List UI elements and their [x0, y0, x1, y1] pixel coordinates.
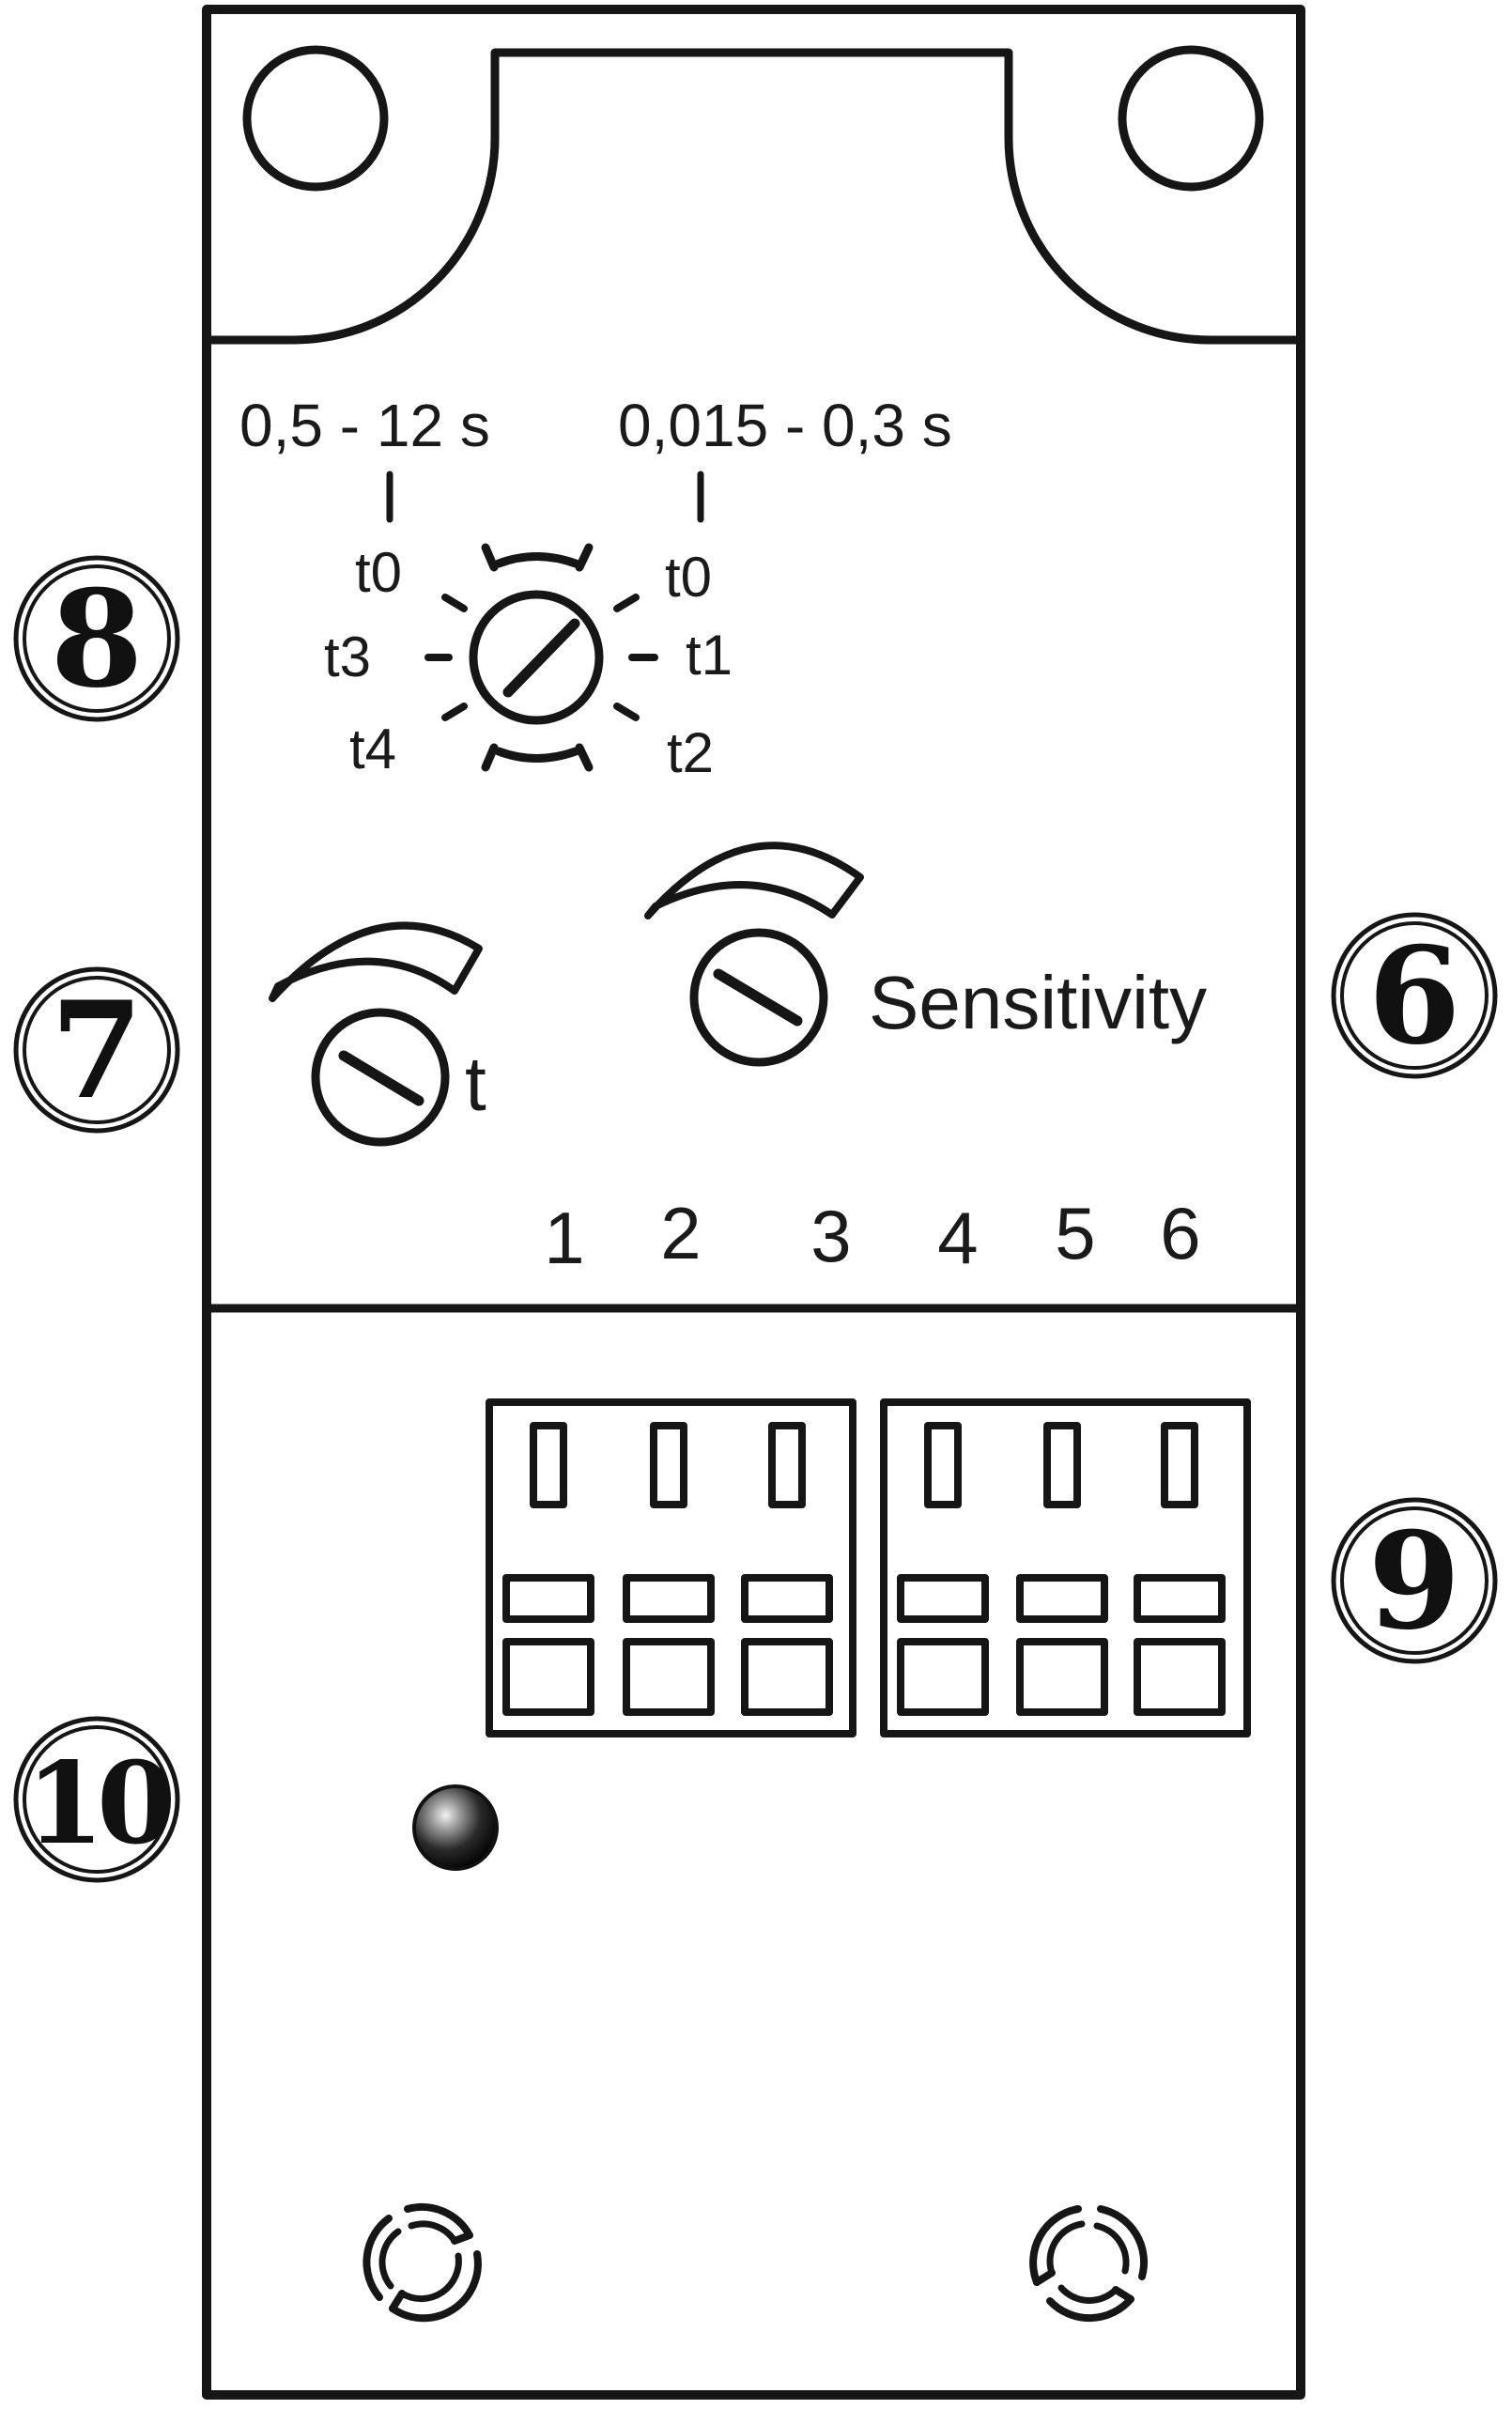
terminal-block-right [880, 1398, 1251, 1737]
terminal-clamp [1016, 1574, 1108, 1623]
rotary-bottom-stop-left [481, 743, 499, 772]
terminal-slot [1161, 1422, 1198, 1508]
mounting-screw-icon-left [363, 2203, 482, 2323]
terminal-number: 5 [1055, 1192, 1095, 1274]
rotary-bottom-stop-right [575, 743, 594, 772]
rotary-tick-upper-left [441, 594, 468, 612]
label-t3: t3 [324, 625, 371, 688]
terminal-screw-opening[interactable] [741, 1638, 833, 1716]
terminal-clamp [502, 1574, 594, 1623]
terminal-slot [530, 1422, 567, 1508]
terminal-clamp [897, 1574, 989, 1623]
terminal-screw-opening[interactable] [623, 1638, 715, 1716]
sensitivity-pot-arrow-icon [644, 842, 864, 919]
callout-9: 9 [1331, 1497, 1498, 1664]
rotary-switch-knob [469, 590, 604, 725]
rotary-switch-icon[interactable] [424, 543, 658, 772]
terminal-number: 4 [937, 1197, 978, 1279]
label-t2: t2 [667, 721, 714, 784]
svg-text:10: 10 [26, 1737, 170, 1870]
sensitivity-pot-indicator [713, 968, 803, 1027]
terminal-slot [768, 1422, 806, 1508]
terminal-block-left [486, 1398, 856, 1737]
time-pot-arrow-icon [269, 921, 483, 1002]
mounting-hole-left [242, 45, 389, 192]
terminal-slot [924, 1422, 962, 1508]
sensitivity-label: Sensitivity [869, 961, 1207, 1044]
terminal-clamp [1134, 1574, 1226, 1623]
sensitivity-pot-knob [689, 928, 828, 1067]
terminal-number: 6 [1160, 1192, 1200, 1274]
terminal-clamp [623, 1574, 715, 1623]
callout-8: 8 [13, 555, 180, 722]
terminal-clamp [741, 1574, 833, 1623]
mounting-screw-icon-right [1029, 2205, 1148, 2323]
rotary-top-stop-left [481, 543, 499, 572]
label-t4: t4 [349, 718, 396, 780]
terminal-screw-opening[interactable] [1134, 1638, 1226, 1716]
led-icon [412, 1784, 499, 1871]
callout-7: 7 [13, 966, 180, 1134]
mounting-hole-right [1118, 45, 1264, 192]
terminal-slot [650, 1422, 687, 1508]
rotary-tick-lower-right [613, 703, 640, 721]
terminal-screw-opening[interactable] [502, 1638, 594, 1716]
top-notch [204, 48, 1304, 345]
range-left-label: 0,5 - 12 s [239, 392, 490, 459]
rotary-tick-upper-right [613, 594, 640, 612]
terminal-number: 1 [544, 1197, 584, 1279]
rotary-top-arc [494, 552, 580, 568]
rotary-bottom-arc [494, 747, 580, 763]
range-right-label: 0,015 - 0,3 s [618, 392, 952, 459]
svg-text:7: 7 [51, 973, 144, 1129]
svg-text:8: 8 [51, 562, 144, 718]
time-potentiometer[interactable] [269, 921, 483, 1147]
rotary-switch-indicator [502, 618, 580, 698]
label-t0-left: t0 [355, 541, 402, 604]
label-t0-right: t0 [665, 546, 712, 609]
rotary-top-stop-right [575, 543, 594, 572]
callout-10: 10 [13, 1716, 180, 1883]
svg-text:9: 9 [1368, 1504, 1461, 1660]
label-t1: t1 [686, 624, 733, 687]
time-pot-knob [311, 1008, 450, 1147]
callout-6: 6 [1331, 912, 1498, 1079]
terminal-number: 2 [660, 1192, 701, 1274]
svg-text:6: 6 [1368, 919, 1461, 1074]
rotary-tick-lower-left [441, 703, 468, 721]
sensitivity-potentiometer[interactable] [644, 842, 864, 1067]
terminal-slot [1043, 1422, 1081, 1508]
terminal-screw-opening[interactable] [1016, 1638, 1108, 1716]
terminal-screw-opening[interactable] [897, 1638, 989, 1716]
time-pot-label: t [465, 1042, 486, 1127]
housing-outline [202, 5, 1305, 2400]
time-pot-indicator [338, 1050, 424, 1106]
terminal-block-frame [486, 1398, 856, 1737]
terminal-number: 3 [810, 1195, 851, 1277]
terminal-block-frame [880, 1398, 1251, 1737]
